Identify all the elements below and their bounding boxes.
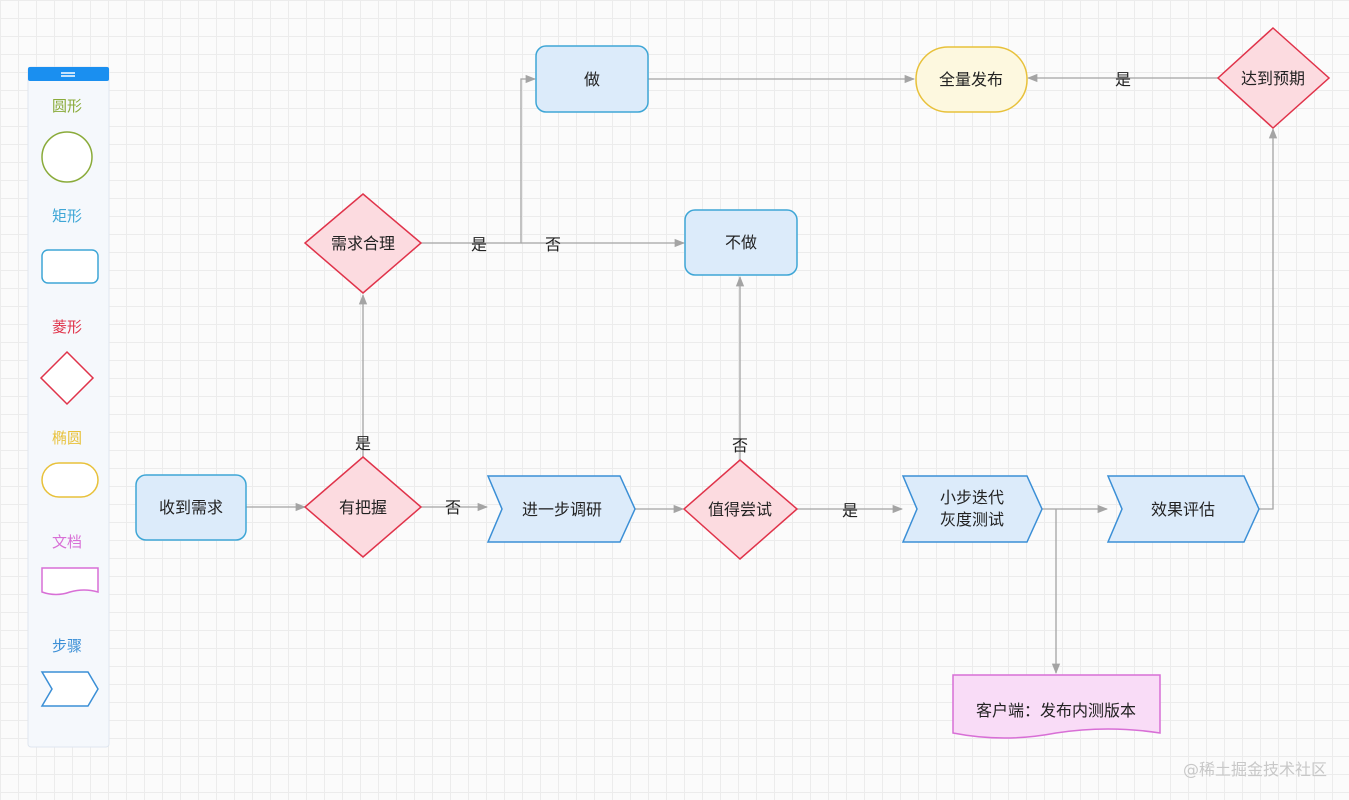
node-further-research[interactable]: 进一步调研 (486, 475, 636, 543)
node-evaluate[interactable]: 效果评估 (1106, 475, 1260, 543)
palette-label-ellipse: 椭圆 (52, 429, 82, 447)
node-worth-trying[interactable]: 值得尝试 (682, 459, 799, 561)
palette-diamond-shape[interactable] (39, 350, 95, 406)
node-need-reasonable-label: 需求合理 (331, 234, 395, 253)
edge-labels: 是 否 是 否 否 是 是 (355, 70, 1131, 520)
node-confident-shape[interactable] (303, 456, 423, 558)
label-yes-reasonable: 是 (471, 235, 487, 254)
node-not-do[interactable]: 不做 (684, 209, 798, 276)
node-client-release[interactable]: 客户端：发布内测版本 (952, 674, 1161, 739)
node-do-label: 做 (584, 70, 600, 89)
node-small-step-label-2: 灰度测试 (940, 510, 1004, 529)
palette-label-step: 步骤 (52, 637, 82, 655)
palette-label-rect: 矩形 (52, 207, 82, 225)
node-reach-expectation-label: 达到预期 (1241, 69, 1305, 88)
node-full-release-shape[interactable] (915, 46, 1028, 113)
palette-label-circle: 圆形 (52, 97, 82, 115)
palette-step-shape[interactable] (40, 671, 99, 707)
label-no-reasonable: 否 (545, 235, 561, 254)
label-yes-expect: 是 (1115, 70, 1131, 89)
node-client-release-label: 客户端：发布内测版本 (976, 701, 1136, 720)
palette-circle-shape[interactable] (41, 131, 93, 183)
node-not-do-label: 不做 (725, 233, 757, 252)
node-do[interactable]: 做 (535, 45, 649, 113)
edge-evaluate-expect[interactable] (1259, 127, 1278, 510)
node-confident[interactable]: 有把握 (303, 456, 423, 558)
label-yes-worth: 是 (842, 501, 858, 520)
node-need-reasonable[interactable]: 需求合理 (303, 193, 423, 294)
grip-icon (61, 72, 75, 77)
shape-palette: 圆形 矩形 菱形 椭圆 文档 步骤 (27, 66, 110, 748)
node-evaluate-label: 效果评估 (1151, 500, 1215, 519)
node-small-step-shape[interactable] (901, 475, 1043, 543)
node-full-release[interactable]: 全量发布 (915, 46, 1028, 113)
palette-document-shape[interactable] (41, 567, 99, 596)
palette-ellipse-shape[interactable] (41, 462, 99, 498)
node-do-shape[interactable] (535, 45, 649, 113)
node-receive-shape[interactable] (135, 474, 247, 541)
label-yes-confident: 是 (355, 434, 371, 453)
palette-rect-shape[interactable] (41, 249, 99, 284)
node-further-research-label: 进一步调研 (522, 500, 602, 519)
node-confident-label: 有把握 (339, 498, 387, 517)
node-reach-expectation-shape[interactable] (1216, 26, 1331, 130)
node-reach-expectation[interactable]: 达到预期 (1216, 26, 1331, 130)
node-not-do-shape[interactable] (684, 209, 798, 276)
node-worth-trying-shape[interactable] (682, 459, 799, 561)
node-full-release-label: 全量发布 (939, 70, 1003, 89)
node-evaluate-shape[interactable] (1106, 475, 1260, 543)
node-further-research-shape[interactable] (486, 475, 636, 543)
node-small-step[interactable]: 小步迭代 灰度测试 (901, 475, 1043, 543)
node-client-release-shape[interactable] (952, 674, 1161, 739)
watermark: @稀土掘金技术社区 (1182, 760, 1327, 779)
node-receive-label: 收到需求 (159, 498, 223, 517)
node-need-reasonable-shape[interactable] (303, 193, 423, 294)
node-small-step-label-1: 小步迭代 (940, 488, 1004, 507)
palette-label-diamond: 菱形 (52, 318, 82, 336)
palette-label-document: 文档 (52, 533, 82, 551)
node-receive[interactable]: 收到需求 (135, 474, 247, 541)
palette-drag-handle[interactable] (28, 67, 109, 81)
edges (246, 73, 1278, 675)
label-no-confident: 否 (445, 498, 461, 517)
edge-reasonable-do[interactable] (421, 74, 537, 244)
node-worth-trying-label: 值得尝试 (708, 500, 772, 519)
label-no-worth: 否 (732, 436, 748, 455)
